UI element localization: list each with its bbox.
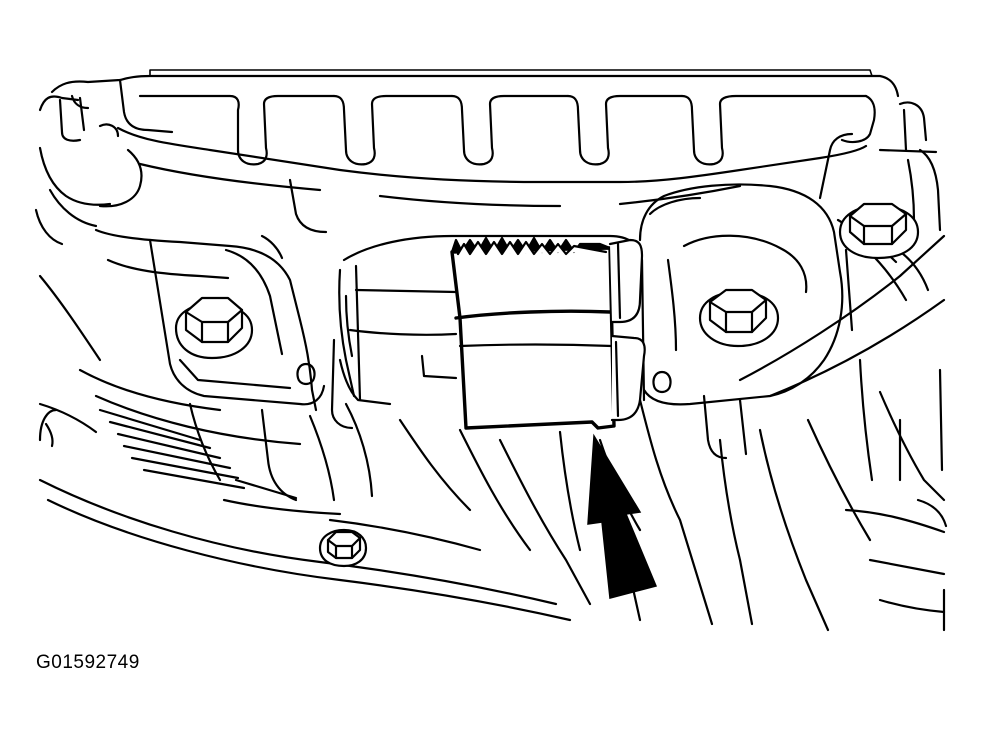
hex-bolt-bottom	[318, 528, 368, 568]
engine-right-lower	[718, 234, 948, 632]
engine-block-upper	[34, 126, 868, 246]
hex-bolt-left	[174, 296, 254, 360]
pointer-arrow-icon	[587, 433, 658, 599]
hex-bolt-right-top	[838, 202, 920, 260]
hex-bolt-center	[698, 288, 780, 348]
oil-pan-top-rim	[38, 69, 938, 166]
engine-left-lower	[38, 274, 714, 626]
transmission-mount-block	[330, 234, 646, 430]
figure-id-label: G01592749	[36, 652, 140, 673]
left-mount-bracket	[94, 228, 326, 412]
right-mount-bracket	[638, 132, 942, 460]
